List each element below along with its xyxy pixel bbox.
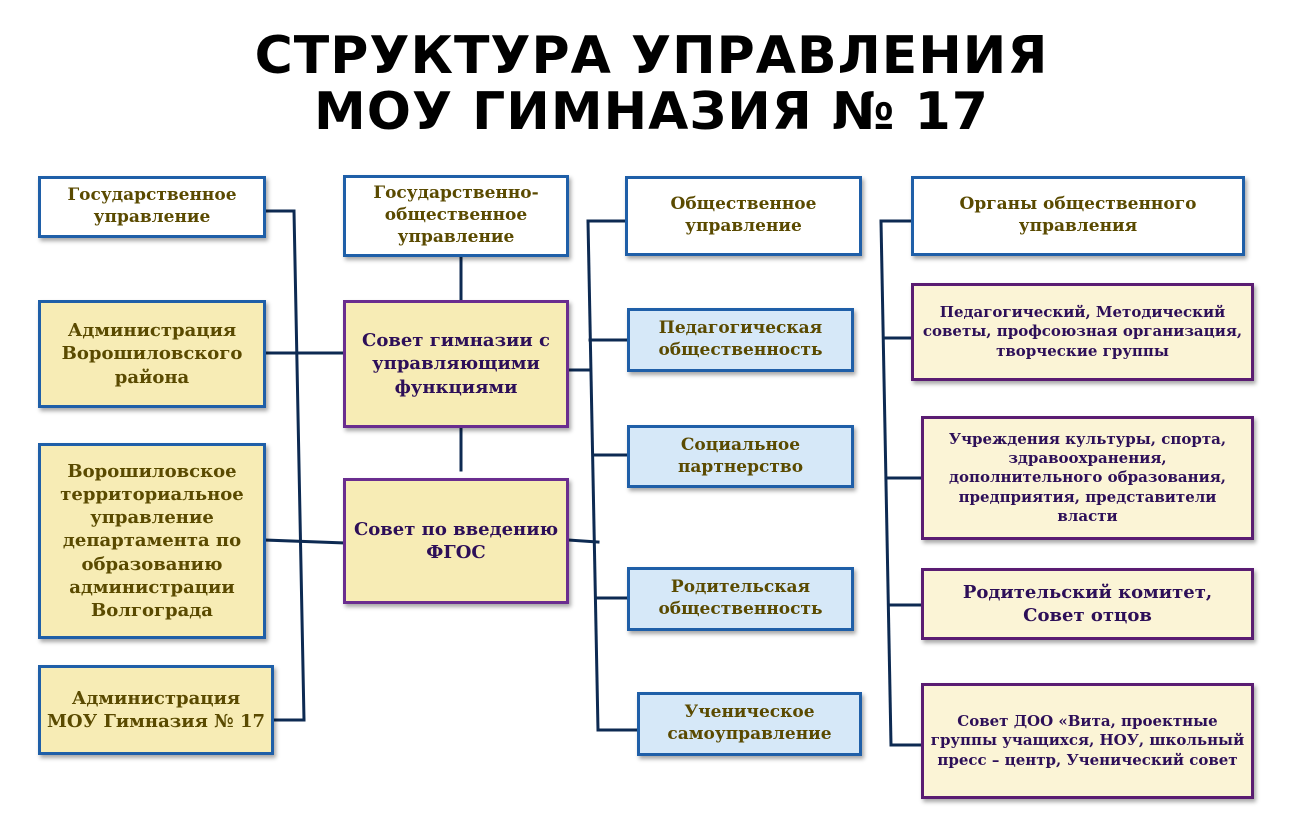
box-territorial-text: Ворошиловское территориальное управление… (60, 461, 244, 621)
box-doo-text: Совет ДОО «Вита, проектные группы учащих… (930, 712, 1245, 769)
box-public-text: Общественное управление (670, 194, 817, 236)
box-parental: Родительская общественность (627, 567, 854, 631)
box-doo: Совет ДОО «Вита, проектные группы учащих… (921, 683, 1254, 799)
box-fgos: Совет по введению ФГОС (343, 478, 569, 604)
box-admin-district: Администрация Ворошиловского района (38, 300, 266, 408)
title-line-1: СТРУКТУРА УПРАВЛЕНИЯ (254, 26, 1049, 86)
box-student: Ученическое самоуправление (637, 692, 862, 756)
box-student-text: Ученическое самоуправление (667, 702, 832, 744)
box-parental-text: Родительская общественность (658, 577, 823, 619)
box-councils-text: Педагогический, Методический советы, про… (922, 303, 1243, 360)
box-social-text: Социальное партнерство (677, 434, 804, 477)
box-council: Совет гимназии с управляющими функциями (343, 300, 569, 428)
box-admin-school: Администрация МОУ Гимназия № 17 (38, 665, 274, 755)
box-organs-text: Органы общественного управления (959, 194, 1197, 236)
box-social: Социальное партнерство (627, 425, 854, 488)
box-pedagog-text: Педагогическая общественность (658, 318, 823, 360)
box-institutions: Учреждения культуры, спорта, здравоохран… (921, 416, 1254, 540)
box-institutions-text: Учреждения культуры, спорта, здравоохран… (948, 430, 1227, 525)
box-admin-school-text: Администрация МОУ Гимназия № 17 (47, 687, 266, 732)
page-title: СТРУКТУРА УПРАВЛЕНИЯ МОУ ГИМНАЗИЯ № 17 (0, 28, 1303, 140)
box-committee-text: Родительский комитет, Совет отцов (962, 581, 1213, 626)
box-committee: Родительский комитет, Совет отцов (921, 568, 1254, 640)
box-territorial: Ворошиловское территориальное управление… (38, 443, 266, 639)
box-councils: Педагогический, Методический советы, про… (911, 283, 1254, 381)
box-gov: Государственное управление (38, 176, 266, 238)
box-state-public: Государственно-общественное управление (343, 175, 569, 257)
box-organs: Органы общественного управления (911, 176, 1245, 256)
title-line-2: МОУ ГИМНАЗИЯ № 17 (314, 82, 989, 142)
box-council-text: Совет гимназии с управляющими функциями (362, 330, 550, 398)
box-gov-text: Государственное управление (67, 185, 237, 227)
box-pedagog: Педагогическая общественность (627, 308, 854, 372)
box-fgos-text: Совет по введению ФГОС (353, 518, 559, 563)
box-public: Общественное управление (625, 176, 862, 256)
box-admin-district-text: Администрация Ворошиловского района (61, 320, 243, 388)
box-state-public-text: Государственно-общественное управление (373, 183, 539, 247)
